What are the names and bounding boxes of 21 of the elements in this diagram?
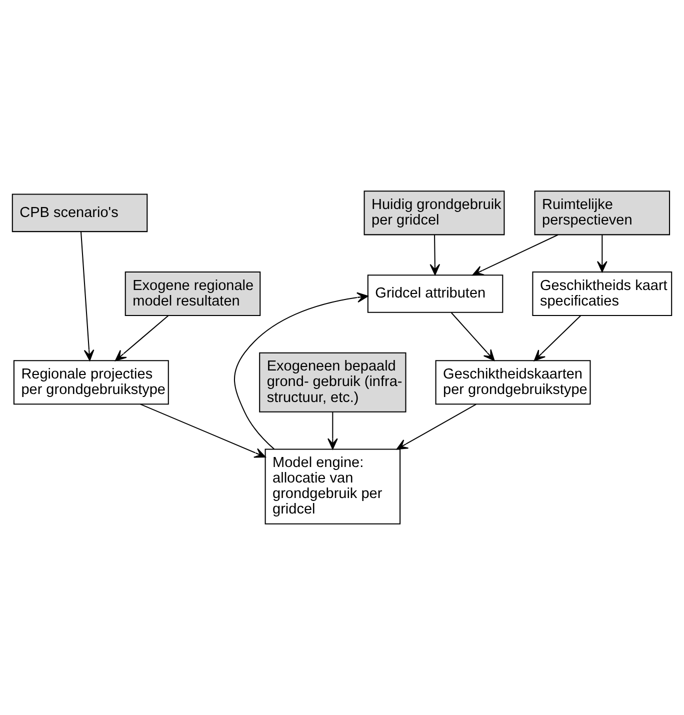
node-box: CPB scenario's xyxy=(12,194,148,232)
arrow xyxy=(472,234,558,276)
arrow xyxy=(451,312,495,361)
node-box: Regionale projecties per grondgebruikstype xyxy=(13,360,169,405)
arrow xyxy=(596,235,608,272)
arrow xyxy=(234,292,368,450)
arrow xyxy=(430,235,440,276)
node-box: Gridcel attributen xyxy=(367,274,504,313)
node-box: Exogeneen bepaald grond- gebruik (infra- structuur, etc.) xyxy=(259,352,406,412)
node-box: Ruimtelijke perspectieven xyxy=(534,190,670,236)
node-box: Geschiktheidskaarten per grondgebruikstype xyxy=(435,360,591,405)
node-box: Huidig grondgebruik per gridcel xyxy=(364,190,505,236)
arrow xyxy=(396,404,476,450)
node-box: Exogene regionale model resultaten xyxy=(124,271,261,316)
arrow xyxy=(328,412,338,450)
arrow xyxy=(140,404,266,458)
arrow xyxy=(115,315,168,362)
node-box: Model engine: allocatie van grondgebruik per gridcel xyxy=(264,448,401,524)
arrow xyxy=(534,315,581,362)
arrow xyxy=(80,232,94,361)
node-box: Geschiktheids kaart specificaties xyxy=(532,271,672,316)
